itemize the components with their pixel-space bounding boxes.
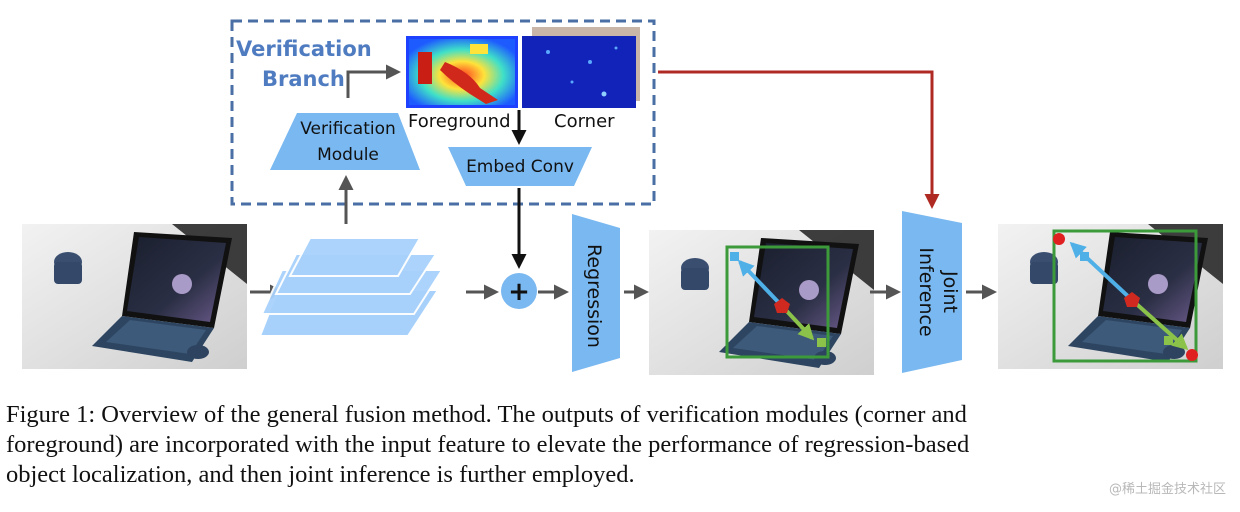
corner-heatmap	[522, 27, 640, 108]
predicted-bounding-box	[725, 245, 830, 359]
regression-output-image	[649, 230, 874, 375]
embed-conv-module	[448, 147, 592, 186]
verification-module-label-2: Module	[317, 145, 379, 165]
refined-vector-bottom-right	[1130, 298, 1189, 351]
arrow-module-to-maps	[346, 64, 401, 98]
arrow-verification-to-joint	[658, 70, 940, 209]
verification-module	[270, 113, 420, 170]
fusion-method-diagram: Verification Branch Foreground Corner Ve…	[22, 19, 1223, 375]
foreground-heatmap	[406, 36, 518, 108]
fusion-sum-symbol: +	[508, 277, 530, 307]
corner-label: Corner	[554, 111, 615, 132]
joint-inference-module	[902, 211, 962, 373]
fusion-sum-node	[501, 273, 537, 309]
refined-bounding-box	[1052, 229, 1198, 363]
verification-branch-title: Verification	[236, 37, 372, 61]
feature-pyramid	[258, 237, 444, 337]
refined-top-left-corner	[1053, 233, 1065, 245]
caption-line-3: object localization, and then joint infe…	[6, 461, 635, 488]
caption-line-2: foreground) are incorporated with the in…	[6, 431, 970, 458]
joint-inference-label-2: Inference	[915, 247, 937, 336]
figure-caption: Figure 1: Overview of the general fusion…	[6, 400, 1236, 490]
verification-module-label: Verification	[300, 119, 396, 139]
regression-module	[572, 214, 620, 372]
final-output-image	[998, 224, 1223, 369]
input-image	[22, 224, 247, 369]
joint-inference-label: Joint	[939, 270, 961, 313]
verification-branch-title-2: Branch	[262, 67, 345, 91]
foreground-label: Foreground	[408, 111, 511, 132]
regression-vector-top-left	[737, 259, 784, 308]
caption-line-1: Figure 1: Overview of the general fusion…	[6, 401, 967, 428]
regression-label: Regression	[583, 244, 605, 348]
verification-branch-box	[230, 19, 656, 206]
embed-conv-label: Embed Conv	[466, 157, 574, 177]
watermark: @稀土掘金技术社区	[1108, 482, 1226, 497]
refined-bottom-right-corner	[1186, 349, 1198, 361]
center-point	[774, 298, 790, 313]
